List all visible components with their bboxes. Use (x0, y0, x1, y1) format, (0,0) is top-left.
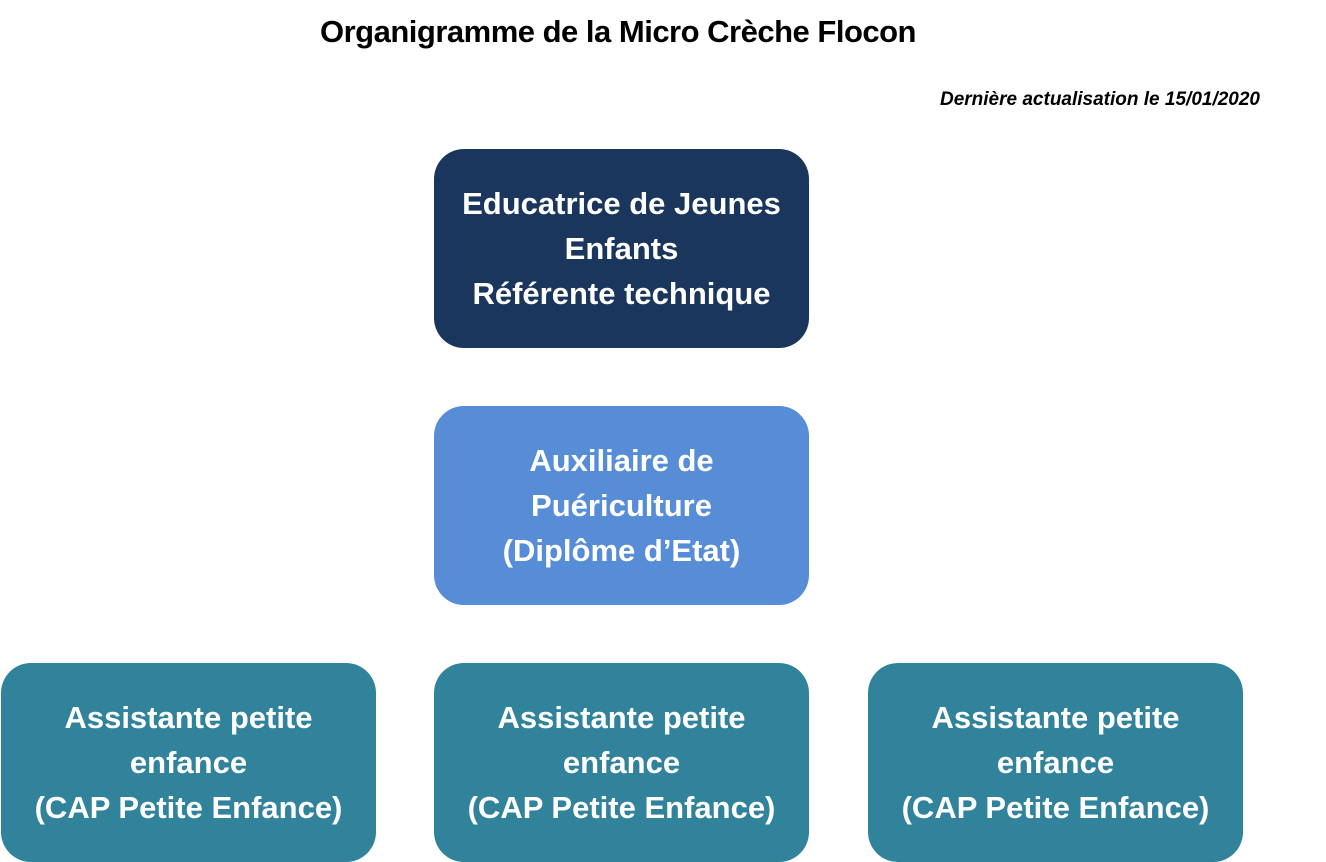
node-line: enfance (129, 745, 248, 780)
node-line: (CAP Petite Enfance) (467, 790, 776, 825)
node-assistante-3: Assistante petite enfance (CAP Petite En… (868, 663, 1243, 862)
node-assistante-2: Assistante petite enfance (CAP Petite En… (434, 663, 809, 862)
node-line: (Diplôme d’Etat) (502, 533, 741, 568)
node-line: Puériculture (531, 488, 712, 523)
node-line: Assistante petite (497, 700, 746, 735)
node-line: Assistante petite (931, 700, 1180, 735)
node-line: Auxiliaire de (529, 443, 714, 478)
node-line: Assistante petite (64, 700, 313, 735)
node-auxiliaire: Auxiliaire de Puériculture (Diplôme d’Et… (434, 406, 809, 605)
page-title: Organigramme de la Micro Crèche Flocon (320, 14, 917, 49)
last-update-text: Dernière actualisation le 15/01/2020 (939, 89, 1260, 110)
node-line: Référente technique (472, 276, 771, 311)
node-educatrice: Educatrice de Jeunes Enfants Référente t… (434, 149, 809, 348)
node-assistante-1: Assistante petite enfance (CAP Petite En… (1, 663, 376, 862)
node-line: enfance (996, 745, 1115, 780)
node-line: (CAP Petite Enfance) (901, 790, 1210, 825)
node-line: enfance (562, 745, 681, 780)
node-line: Enfants (564, 231, 679, 266)
node-line: (CAP Petite Enfance) (34, 790, 343, 825)
node-line: Educatrice de Jeunes (462, 186, 781, 221)
